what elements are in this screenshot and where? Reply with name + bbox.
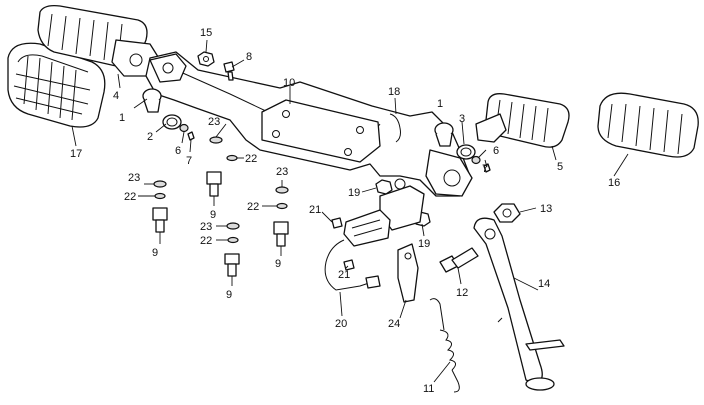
- washer-right-6: [471, 155, 481, 165]
- callout-14: 14: [538, 278, 550, 290]
- callout-11: 11: [423, 383, 434, 395]
- torsion-spring-right: [456, 144, 476, 160]
- bolt-8: [223, 61, 235, 81]
- bolt-set-col1: [152, 180, 168, 233]
- callout-7: 7: [186, 155, 192, 167]
- bolt-set-col2-bottom: [224, 222, 240, 277]
- callout-22: 22: [245, 153, 257, 165]
- callout-24: 24: [388, 318, 400, 330]
- callout-4: 4: [113, 90, 119, 102]
- nut-15: [197, 51, 215, 67]
- leader-lines: [71, 39, 629, 383]
- callout-18: 18: [388, 86, 400, 98]
- callout-6: 6: [175, 145, 181, 157]
- bolt-set-col3: [273, 186, 289, 247]
- pivot-pin-left: [142, 88, 162, 113]
- footpeg-bracket-frame: [145, 51, 473, 197]
- callout-9: 9: [275, 258, 281, 270]
- side-stand-14: [473, 217, 565, 391]
- screw-21-upper: [331, 217, 343, 229]
- callout-8: 8: [246, 51, 252, 63]
- callout-12: 12: [456, 287, 468, 299]
- callout-21: 21: [309, 204, 321, 216]
- clip-spring-18: [389, 113, 401, 143]
- callout-22: 22: [200, 235, 212, 247]
- callout-5: 5: [557, 161, 563, 173]
- callout-9: 9: [226, 289, 232, 301]
- callout-13: 13: [540, 203, 552, 215]
- callout-21: 21: [338, 269, 350, 281]
- callout-1: 1: [119, 112, 125, 124]
- sidestand-switch: [343, 178, 425, 247]
- rubber-footpeg-cover-left: [7, 42, 106, 128]
- nut-19-upper: [375, 179, 393, 195]
- footpeg-right: [475, 93, 570, 148]
- stand-return-spring-11: [429, 298, 460, 393]
- cotter-pin-left-7: [187, 131, 195, 141]
- stand-bracket-plate-24: [397, 243, 419, 303]
- callout-22: 22: [124, 191, 136, 203]
- stand-pivot-bolt-12: [439, 247, 479, 273]
- callout-23: 23: [200, 221, 212, 233]
- callout-6: 6: [493, 145, 499, 157]
- callout-7: 7: [482, 163, 488, 175]
- pivot-pin-right: [434, 122, 454, 147]
- washer-left-6: [179, 123, 189, 133]
- callout-1: 1: [437, 98, 443, 110]
- torsion-spring-left: [162, 114, 182, 130]
- callout-labels: 1 1 2 3 4 5 6 6 7 7 8 9 9 9 9 10 11 12 1…: [70, 27, 620, 395]
- callout-10: 10: [283, 77, 295, 89]
- bolt-set-col2-top: [206, 136, 238, 197]
- stand-nut-13: [493, 203, 521, 223]
- callout-23: 23: [276, 166, 288, 178]
- callout-19: 19: [348, 187, 360, 199]
- callout-16: 16: [608, 177, 620, 189]
- callout-15: 15: [200, 27, 212, 39]
- callout-20: 20: [335, 318, 347, 330]
- callout-23: 23: [128, 172, 140, 184]
- callout-9: 9: [152, 247, 158, 259]
- callout-19: 19: [418, 238, 430, 250]
- callout-2: 2: [147, 131, 153, 143]
- callout-23: 23: [208, 116, 220, 128]
- callout-3: 3: [459, 113, 465, 125]
- rubber-footpeg-cover-right: [597, 92, 699, 158]
- callout-9: 9: [210, 209, 216, 221]
- callout-22: 22: [247, 201, 259, 213]
- callout-17: 17: [70, 148, 82, 160]
- switch-wire-20: [324, 239, 381, 291]
